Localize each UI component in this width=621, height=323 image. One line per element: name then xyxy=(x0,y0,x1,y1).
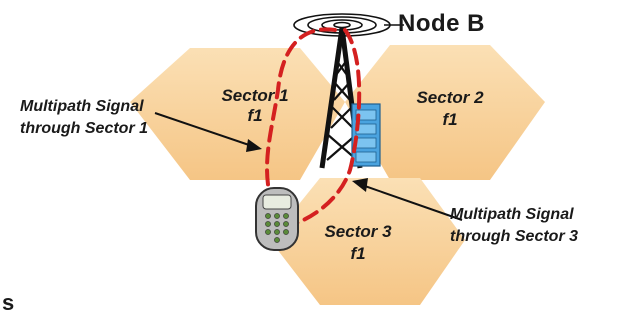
multipath-1-annotation: Multipath Signal through Sector 1 xyxy=(20,96,148,140)
multipath-1-line2: through Sector 1 xyxy=(20,120,149,137)
sector-2-cell xyxy=(345,45,545,180)
sector-1-cell xyxy=(130,48,345,180)
sector-2-freq: f1 xyxy=(442,110,458,129)
edge-fragment-text: s xyxy=(2,290,15,315)
mobile-phone-icon xyxy=(255,187,299,251)
sector-2-name: Sector 2 xyxy=(416,88,484,107)
sector-3-cell xyxy=(270,178,465,305)
sector-3-name: Sector 3 xyxy=(324,222,392,241)
node-b-label: Node B xyxy=(398,10,485,37)
annotation-arrow-sector-1 xyxy=(154,112,262,152)
multipath-1-line1: Multipath Signal xyxy=(20,98,144,115)
multipath-3-line1: Multipath Signal xyxy=(450,206,574,223)
multipath-3-annotation: Multipath Signal through Sector 3 xyxy=(450,204,578,248)
sector-3-freq: f1 xyxy=(350,244,366,263)
sector-1-name: Sector 1 xyxy=(221,86,289,105)
multipath-signal-sector-3 xyxy=(288,28,362,227)
base-station-cabinet-icon xyxy=(351,103,381,167)
multipath-3-line2: through Sector 3 xyxy=(450,228,579,245)
annotation-arrow-sector-3 xyxy=(352,178,463,221)
multipath-signal-sector-1 xyxy=(265,27,337,198)
sector-1-freq: f1 xyxy=(247,106,263,125)
